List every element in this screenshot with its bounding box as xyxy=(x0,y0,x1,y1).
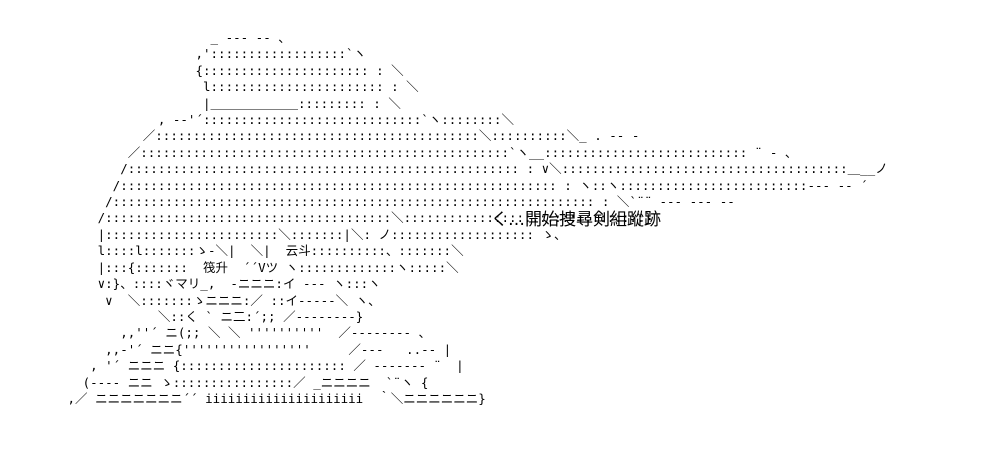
ascii-art-line: , '´ ニニニ {:::::::::::::::::::::: ／ ‐‐‐‐‐… xyxy=(60,358,464,374)
ascii-art-line: /::::::::::::::::::::::::::::::::::::::＼… xyxy=(60,210,652,226)
ascii-art-line: /:::::::::::::::::::::::::::::::::::::::… xyxy=(60,177,868,193)
ascii-art-line: ∨ ＼:::::::ゝニニニ:／ ::イ‐‐‐‐‐＼ ヽ、 xyxy=(60,292,381,308)
ascii-art-line: l::::::::::::::::::::::: : ＼ xyxy=(60,79,419,95)
speech-caption: く…開始捜尋剣組蹤跡 xyxy=(491,210,661,230)
ascii-art-line: |＿＿＿＿＿＿＿::::::::: : ＼ xyxy=(60,95,401,111)
ascii-art-line: ＼::く ` ニ二:´;; ／‐‐‐‐‐‐‐‐} xyxy=(60,308,364,324)
ascii-art-line: (‐‐‐‐ ニニ ゝ::::::::::::::::／ _ニニニニ `¨ヽ { xyxy=(60,374,429,390)
ascii-art-line: ／:::::::::::::::::::::::::::::::::::::::… xyxy=(60,144,798,160)
ascii-art-figure: _ ‐‐‐ ‐‐ 、 ,'::::::::::::::::::`ヽ {:::::… xyxy=(60,30,888,407)
ascii-art-line: ∨:}、::::ヾマリ_, ‐ニニニ:イ ‐‐‐ ヽ:::ヽ xyxy=(60,276,381,292)
ascii-art-line: l::::l:::::::ゝ‐＼| ＼| 云斗::::::::::、::::::… xyxy=(60,243,464,259)
ascii-art-line: |:::{::::::: 筏升 ´´Vツ ヽ:::::::::::::ヽ::::… xyxy=(60,259,459,275)
ascii-art-line: ,,-'´ ニニ{''''''''''''''''' ／‐‐‐ ..‐‐ | xyxy=(60,341,452,357)
ascii-art-line: {:::::::::::::::::::::: : ＼ xyxy=(60,62,404,78)
ascii-art-line: |:::::::::::::::::::::::＼:::::::|＼: ノ:::… xyxy=(60,226,567,242)
ascii-art-line: ,,''´ ニ(;; ＼ ＼ '''''''''' ／‐‐‐‐‐‐‐‐ 、 xyxy=(60,325,432,341)
ascii-art-line: ,／ ニニニニニニニ´´ iiiiiiiiiiiiiiiiiiiii ｀＼ニニニ… xyxy=(60,390,486,406)
ascii-art-line: , -‐'´:::::::::::::::::::::::::::::`ヽ:::… xyxy=(60,112,514,128)
ascii-art-line: _ ‐‐‐ ‐‐ 、 xyxy=(60,30,291,45)
ascii-art-line: /:::::::::::::::::::::::::::::::::::::::… xyxy=(60,161,888,177)
ascii-art-line: ,'::::::::::::::::::`ヽ xyxy=(60,46,366,62)
ascii-art-line: /:::::::::::::::::::::::::::::::::::::::… xyxy=(60,194,735,210)
ascii-art-line: ／:::::::::::::::::::::::::::::::::::::::… xyxy=(60,128,640,144)
